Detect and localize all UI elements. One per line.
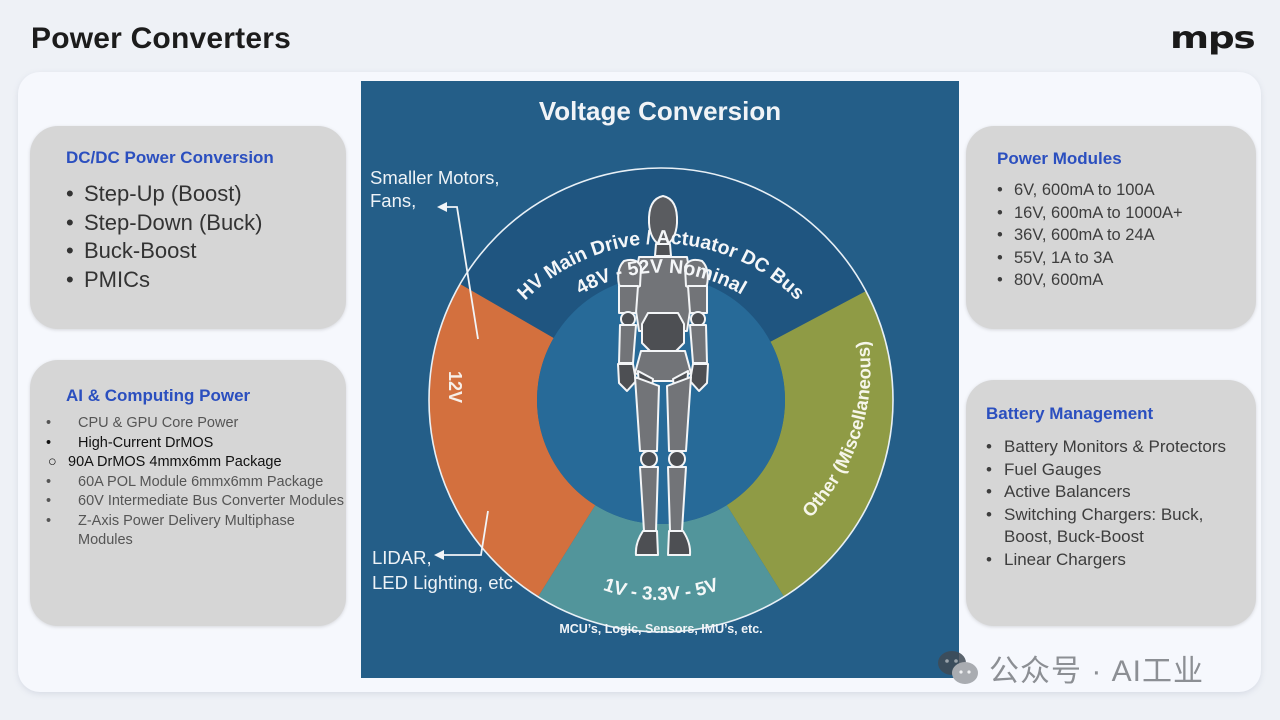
list-item: • 60V Intermediate Bus Converter Modules [46, 492, 346, 512]
list-item-text: 60A POL Module 6mmx6mm Package [78, 473, 324, 490]
list-item: • High-Current DrMOS [46, 434, 346, 454]
list-item: • Linear Chargers [986, 549, 1256, 572]
lidar-callout-line2: LED Lighting, etc [372, 572, 513, 593]
bullet-icon: • [997, 248, 1003, 267]
list-item: • CPU & GPU Core Power [46, 414, 346, 434]
list-item: • Z-Axis Power Delivery Multiphase Module… [46, 512, 346, 551]
bullet-icon: • [66, 209, 74, 235]
motors-callout-line1: Smaller Motors, [370, 167, 500, 188]
list-item: • Battery Monitors & Protectors [986, 436, 1256, 459]
ai-computing-power-card: AI & Computing Power • CPU & GPU Core Pow… [30, 360, 346, 626]
list-item-text: Buck-Boost [84, 238, 197, 263]
bullet-icon: • [986, 459, 992, 479]
card-title: Power Modules [997, 149, 1122, 168]
list-item-text: 36V, 600mA to 24A [1014, 226, 1155, 244]
dcdc-list: • Step-Up (Boost) • Step-Down (Buck) • Buck… [66, 180, 346, 294]
lidar-callout-arrow [443, 510, 489, 556]
list-item: • Fuel Gauges [986, 459, 1256, 482]
other-segment [726, 291, 893, 597]
battery-management-card: Battery Management • Battery Monitors & P… [966, 380, 1256, 626]
list-item-text: Linear Chargers [1004, 549, 1126, 569]
voltage-conversion-diagram: Voltage Conversion HV Main Drive / Actua… [361, 81, 959, 678]
12v-segment [429, 284, 596, 597]
circle-bullet-icon: ○ [48, 454, 57, 470]
card-title: AI & Computing Power [66, 386, 251, 405]
dcdc-power-conversion-card: DC/DC Power Conversion • Step-Up (Boost) … [30, 126, 346, 329]
12v-segment-label: 12V [445, 371, 465, 403]
diagram-title: Voltage Conversion [539, 96, 781, 126]
list-item-text: 90A DrMOS 4mmx6mm Package [68, 454, 282, 470]
list-item: • PMICs [66, 266, 346, 295]
power-modules-card: Power Modules • 6V, 600mA to 100A • 16V, 6… [966, 126, 1256, 329]
motors-callout-arrow [445, 206, 479, 340]
ring-outline [428, 167, 894, 633]
bullet-icon: • [997, 203, 1003, 222]
arrow-head-icon [434, 550, 444, 560]
inner-circle [537, 276, 785, 524]
list-item-text: PMICs [84, 266, 150, 292]
list-item-text: Active Balancers [1004, 482, 1131, 501]
list-item: • 16V, 600mA to 1000A+ [997, 202, 1256, 225]
watermark: 公众号 · AI工业 [935, 648, 1204, 688]
bullet-icon: • [997, 226, 1003, 244]
list-item-text: Z-Axis Power Delivery Multiphase Modules [78, 512, 295, 549]
list-item-text: Step-Down (Buck) [84, 209, 263, 235]
list-item-text: 16V, 600mA to 1000A+ [1014, 203, 1183, 222]
lidar-callout-line1: LIDAR, [372, 547, 432, 568]
card-title: DC/DC Power Conversion [66, 148, 274, 167]
bullet-icon: • [46, 493, 52, 509]
page-title: Power Converters [31, 22, 291, 55]
list-item: • 55V, 1A to 3A [997, 247, 1256, 270]
wechat-icon [938, 651, 978, 684]
list-item: • 36V, 600mA to 24A [997, 224, 1256, 247]
bullet-icon: • [986, 549, 992, 569]
bullet-icon: • [66, 181, 74, 206]
list-item-text: CPU & GPU Core Power [78, 415, 239, 431]
low-voltage-segment [538, 505, 784, 632]
list-item-text: Fuel Gauges [1004, 459, 1102, 479]
card-title: Battery Management [986, 404, 1154, 423]
list-item: • Step-Up (Boost) [66, 180, 346, 209]
diagram-canvas: Voltage Conversion HV Main Drive / Actua… [370, 96, 894, 636]
list-item-text: Switching Chargers: Buck, Boost, Buck-Bo… [1004, 504, 1204, 547]
list-item: • 80V, 600mA [997, 269, 1256, 292]
bullet-icon: • [997, 181, 1003, 199]
list-item-text: 55V, 1A to 3A [1014, 248, 1114, 267]
list-item-text: 6V, 600mA to 100A [1014, 181, 1155, 199]
bullet-icon: • [66, 266, 74, 292]
bullet-icon: • [986, 504, 992, 524]
mps-logo: MPS [1170, 21, 1256, 56]
bullet-icon: • [46, 473, 52, 490]
bullet-icon: • [46, 434, 52, 451]
bullet-icon: • [66, 238, 74, 263]
list-subitem: ○ 90A DrMOS 4mmx6mm Package [38, 453, 346, 473]
power-modules-list: • 6V, 600mA to 100A • 16V, 600mA to 1000A+… [997, 179, 1256, 292]
battery-list: • Battery Monitors & Protectors • Fuel Gau… [986, 436, 1256, 571]
bullet-icon: • [986, 437, 992, 456]
watermark-text: 公众号 · AI工业 [989, 655, 1205, 688]
list-item: • Buck-Boost [66, 237, 346, 266]
list-item-text: 80V, 600mA [1014, 271, 1104, 289]
bullet-icon: • [997, 271, 1003, 289]
list-item-text: Battery Monitors & Protectors [1004, 437, 1227, 456]
bullet-icon: • [986, 482, 992, 501]
list-item-text: 60V Intermediate Bus Converter Modules [78, 493, 344, 509]
bullet-icon: • [46, 512, 52, 529]
arrow-head-icon [437, 202, 447, 212]
list-item: • Step-Down (Buck) [66, 209, 346, 238]
motors-callout-line2: Fans, [370, 190, 416, 211]
list-item-text: High-Current DrMOS [78, 434, 214, 451]
list-item-text: Step-Up (Boost) [84, 181, 242, 206]
mcu-caption: MCU’s, Logic, Sensors, IMU’s, etc. [559, 622, 762, 636]
list-item: • 60A POL Module 6mmx6mm Package [46, 473, 346, 493]
list-item: • 6V, 600mA to 100A [997, 179, 1256, 202]
list-item: • Active Balancers [986, 481, 1256, 504]
bullet-icon: • [46, 415, 52, 431]
ai-list: • CPU & GPU Core Power • High-Current DrMO… [46, 414, 346, 551]
humanoid-robot-icon [617, 195, 709, 556]
list-item: • Switching Chargers: Buck, Boost, Buck-B… [986, 504, 1256, 549]
